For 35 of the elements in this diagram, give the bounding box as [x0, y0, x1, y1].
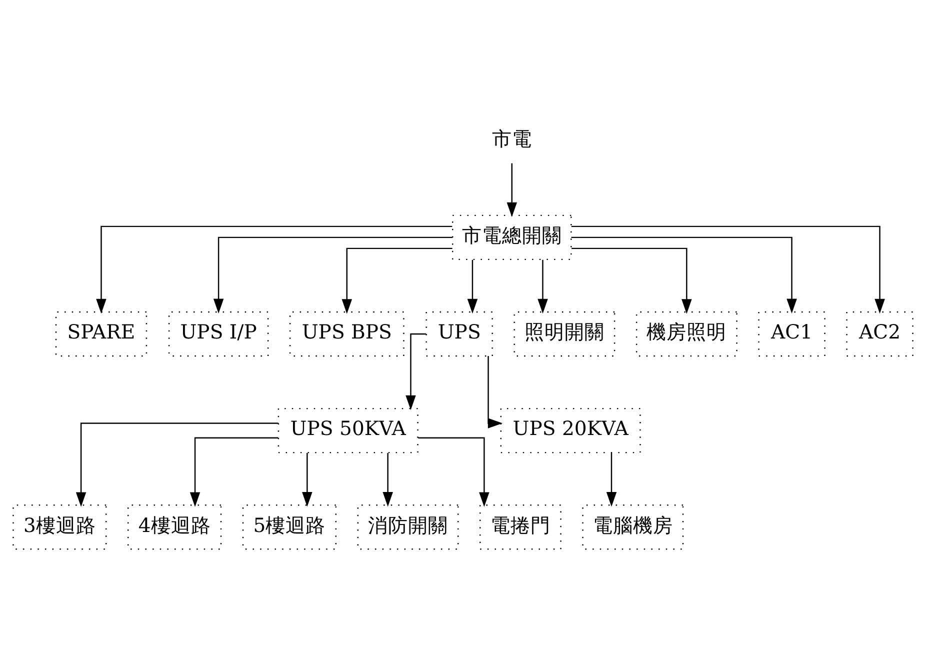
node-box: UPS 20KVA: [500, 408, 641, 454]
node-box: 市電總開關: [452, 214, 572, 260]
arrow: [418, 437, 490, 507]
node-box: 照明開關: [514, 311, 616, 357]
node-box: AC1: [758, 311, 826, 357]
node-box: 電腦機房: [582, 504, 684, 550]
node-box: 3樓迴路: [12, 504, 107, 550]
arrow: [506, 163, 518, 218]
arrow: [572, 248, 692, 314]
arrow: [467, 260, 478, 314]
arrow: [302, 452, 312, 507]
arrow: [571, 226, 885, 314]
node-box: 5樓迴路: [242, 504, 336, 550]
arrow: [213, 236, 453, 314]
node-box: 消防開關: [357, 504, 459, 550]
arrow: [538, 260, 548, 314]
arrow: [488, 356, 503, 428]
node-box: 機房照明: [636, 311, 738, 357]
node-text: 市電: [492, 128, 532, 151]
node-box: UPS BPS: [289, 311, 404, 357]
arrow: [342, 248, 452, 314]
arrow: [96, 226, 452, 314]
arrow: [571, 236, 797, 314]
node-box: 4樓迴路: [128, 504, 222, 550]
node-box: AC2: [846, 311, 914, 357]
node-box: UPS I/P: [168, 311, 269, 357]
arrow: [606, 452, 617, 507]
arrow: [76, 422, 278, 507]
arrow: [406, 333, 426, 410]
arrow: [190, 437, 278, 507]
arrow: [382, 452, 393, 507]
node-box: UPS 50KVA: [278, 408, 418, 454]
node-box: UPS: [426, 311, 493, 357]
node-box: 電捲門: [480, 504, 562, 550]
node-box: SPARE: [55, 311, 148, 357]
